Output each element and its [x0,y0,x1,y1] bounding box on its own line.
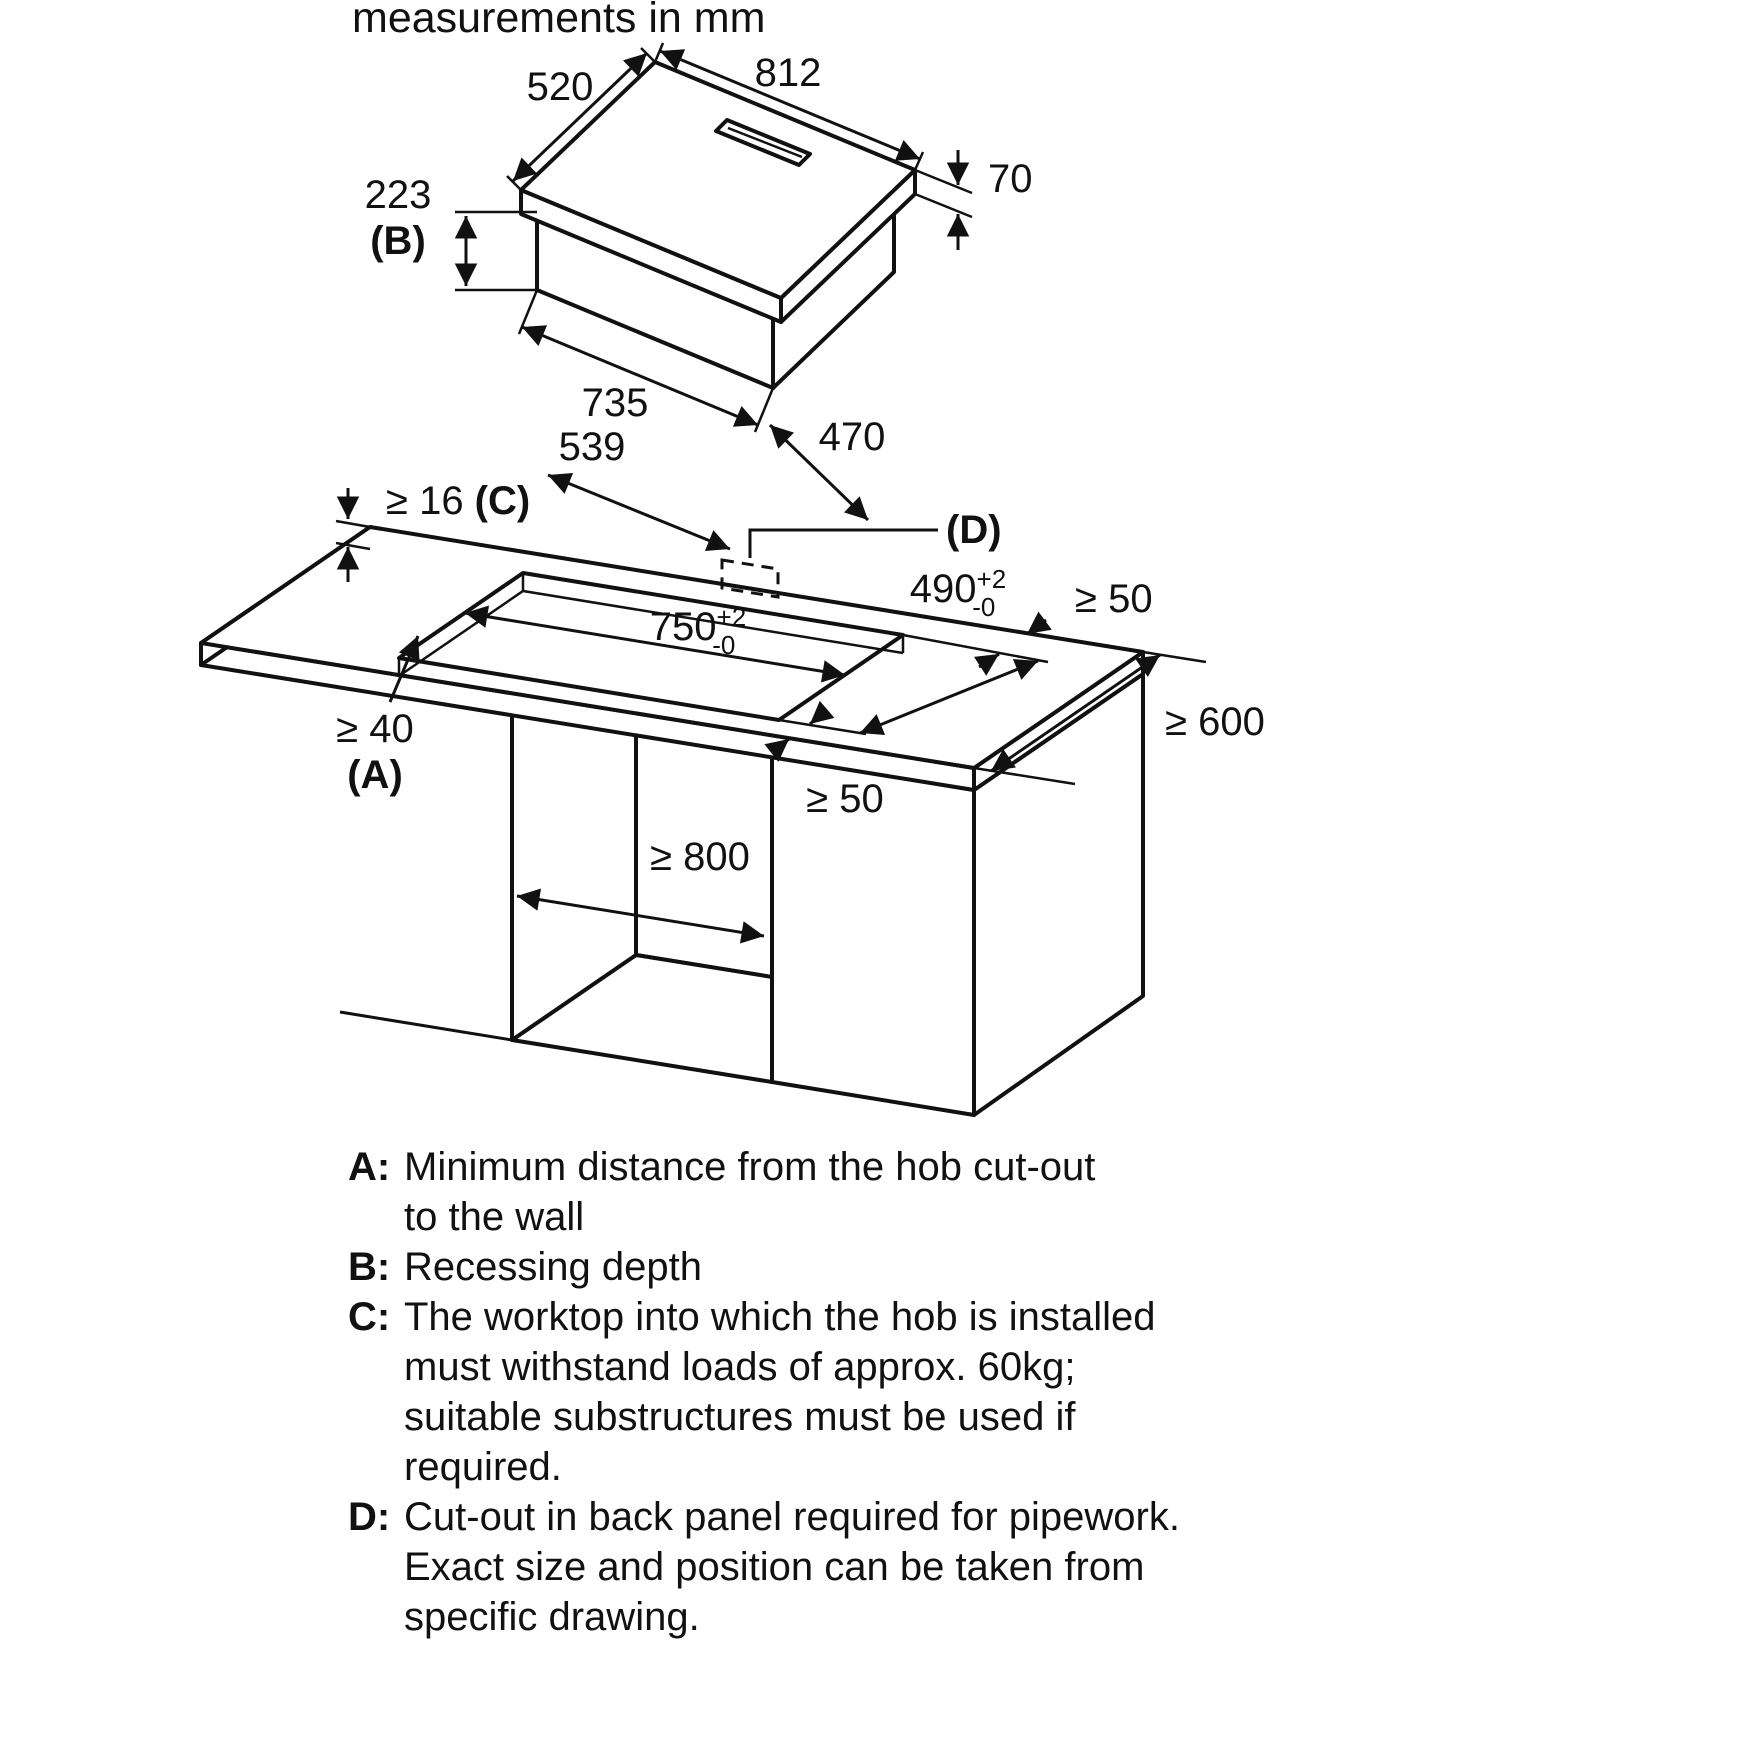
dim-223-label: 223 [365,173,432,217]
dim-50-back: ≥ 50 [974,577,1153,676]
legend-item-b: B: Recessing depth [348,1242,1328,1292]
legend: A: Minimum distance from the hob cut-out… [348,1142,1328,1642]
legend-key-d: D: [348,1495,391,1539]
legend-text-b: Recessing depth [404,1245,702,1289]
legend-item-a: A: Minimum distance from the hob cut-out… [348,1142,1328,1242]
legend-key-b: B: [348,1245,391,1289]
dim-223: 223 (B) [365,173,537,292]
dim-50-front-label: ≥ 50 [806,777,884,821]
dim-520-label: 520 [527,65,594,109]
legend-item-d: D: Cut-out in back panel required for pi… [348,1492,1328,1642]
dim-520: 520 [506,47,656,191]
ref-d-label: (D) [946,508,1002,552]
dim-539: 539 [547,425,731,551]
ref-b-label: (B) [370,219,426,263]
pipework-cutout-dashed [720,558,780,599]
dim-470: 470 [768,415,886,522]
dim-735: 735 [517,289,775,433]
floor-line [339,1010,513,1042]
page-title: measurements in mm [352,0,765,42]
dim-70: 70 [914,150,1033,250]
legend-item-c: C: The worktop into which the hob is ins… [348,1292,1328,1492]
legend-text-c: The worktop into which the hob is instal… [404,1295,1156,1489]
legend-key-c: C: [348,1295,391,1339]
hob-drawing: 520 812 70 223 (B) 735 [365,42,1033,551]
dim-812: 812 [653,42,925,171]
legend-text-d: Cut-out in back panel required for pipew… [404,1495,1180,1639]
dim-539-label: 539 [559,425,626,469]
dim-70-label: 70 [988,157,1033,201]
dim-800: ≥ 800 [516,835,765,944]
dim-16: ≥ 16 (C) [335,479,530,582]
dim-50-back-label: ≥ 50 [1075,577,1153,621]
legend-text-a: Minimum distance from the hob cut-out to… [404,1145,1096,1239]
dim-490-label: 490+2-0 [910,564,1006,622]
dim-600: ≥ 600 [973,650,1265,786]
dim-40-label: ≥ 40 [336,707,414,751]
legend-key-a: A: [348,1145,391,1189]
dim-800-label: ≥ 800 [650,835,750,879]
ref-a-label: (A) [347,753,403,797]
worktop-drawing: (D) ≥ 16 (C) ≥ 40 (A) 750+2-0 490+2-0 [199,479,1265,1117]
dim-50-front: ≥ 50 [764,700,884,821]
dim-750-label: 750+2-0 [650,602,746,660]
installation-diagram: measurements in mm 520 812 70 [199,0,1265,1117]
dim-470-label: 470 [819,415,886,459]
dim-750: 750+2-0 [464,602,846,683]
dim-735-label: 735 [582,381,649,425]
ref-d-leader [748,528,938,558]
dim-40: ≥ 40 (A) [336,635,420,797]
dim-812-label: 812 [755,51,822,95]
dim-16-label: ≥ 16 (C) [386,479,530,523]
dim-600-label: ≥ 600 [1165,700,1265,744]
